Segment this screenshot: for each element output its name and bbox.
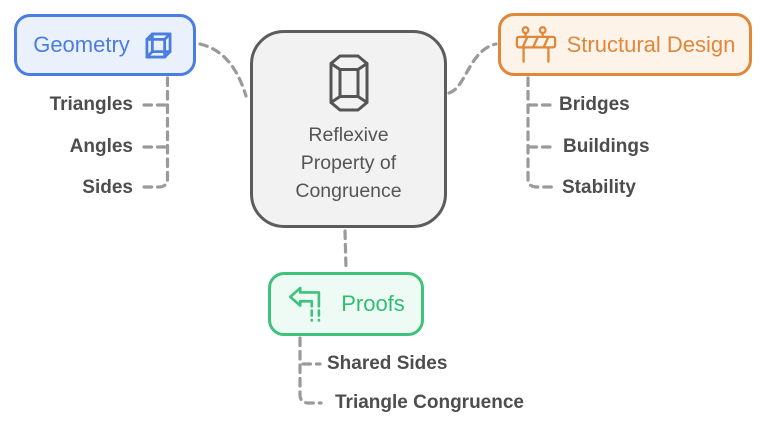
subtopic-triangle-congruence[interactable]: Triangle Congruence bbox=[335, 392, 524, 413]
structural-design-node[interactable]: Structural Design bbox=[498, 13, 752, 76]
geometry-node-label: Geometry bbox=[33, 32, 130, 57]
connector-proofs-children-spine bbox=[298, 336, 323, 405]
return-arrow-icon bbox=[287, 285, 331, 323]
center-title-line-3: Congruence bbox=[295, 180, 402, 202]
center-node-title: Reflexive Property of Congruence bbox=[295, 121, 401, 205]
subtopic-triangles[interactable]: Triangles bbox=[49, 94, 133, 115]
subtopic-shared-sides[interactable]: Shared Sides bbox=[327, 353, 448, 374]
connector-geometry-children-spine bbox=[140, 76, 170, 189]
subtopic-buildings[interactable]: Buildings bbox=[563, 136, 650, 157]
connector-center-proofs bbox=[343, 229, 348, 271]
cube-icon bbox=[140, 27, 177, 64]
geometry-node[interactable]: Geometry bbox=[14, 14, 196, 76]
proofs-node-label: Proofs bbox=[341, 291, 405, 316]
prism-icon bbox=[326, 53, 372, 113]
construction-barrier-icon bbox=[515, 25, 557, 64]
subtopic-angles[interactable]: Angles bbox=[69, 136, 133, 157]
subtopic-stability[interactable]: Stability bbox=[562, 177, 636, 198]
structural-design-node-label: Structural Design bbox=[566, 31, 736, 57]
connector-geometry-center bbox=[198, 42, 248, 98]
connector-center-structural bbox=[447, 42, 498, 95]
proofs-node[interactable]: Proofs bbox=[268, 272, 424, 336]
center-node-reflexive-property[interactable]: Reflexive Property of Congruence bbox=[250, 30, 447, 228]
center-title-line-2: Property of bbox=[300, 152, 397, 174]
center-title-line-1: Reflexive bbox=[308, 124, 389, 146]
subtopic-bridges[interactable]: Bridges bbox=[559, 94, 630, 115]
connector-structural-children-spine bbox=[526, 76, 554, 189]
subtopic-sides[interactable]: Sides bbox=[82, 177, 133, 198]
